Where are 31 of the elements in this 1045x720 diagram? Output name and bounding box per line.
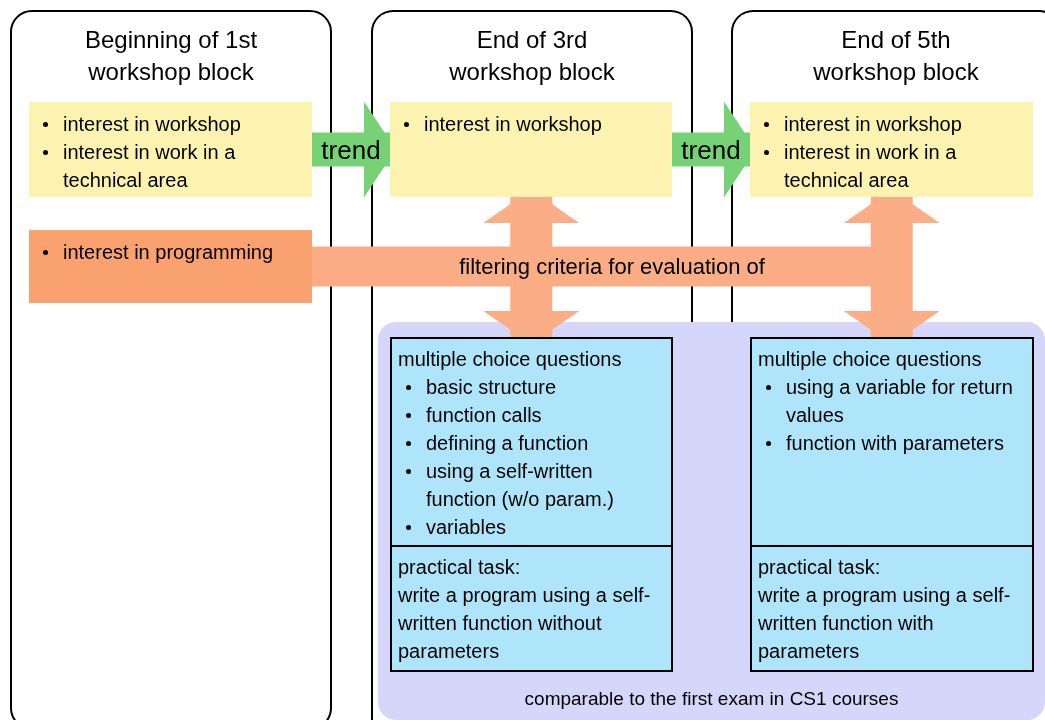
test-box	[390, 337, 673, 547]
list-item-text: interest in workshop	[63, 113, 241, 135]
exam-panel	[378, 322, 1045, 720]
list-item-text: using a self-written function (w/o param.)	[426, 460, 614, 510]
task-text: write a program using a self-written function with parameters	[758, 583, 1012, 664]
box-heading: practical task:	[758, 555, 882, 580]
list-item-text: function calls	[426, 404, 542, 426]
list-item-text: basic structure	[426, 376, 557, 398]
box-heading: multiple choice questions	[758, 347, 983, 372]
list-item-text: interest in work in a technical area	[784, 141, 957, 191]
criteria-box	[750, 102, 1033, 197]
panel-caption: comparable to the first exam in CS1 courses	[523, 688, 900, 710]
list-item-text: interest in programming	[63, 241, 274, 263]
list-item-text: interest in workshop	[424, 113, 602, 135]
list-item-text: interest in work in a technical area	[63, 141, 236, 191]
list-item-text: function with parameters	[786, 432, 1004, 454]
criteria-box	[390, 102, 672, 197]
test-box	[750, 337, 1034, 547]
box-heading: multiple choice questions	[398, 347, 623, 372]
column-title: End of 3rd workshop block	[448, 25, 616, 87]
task-text: write a program using a self-written function without parameters	[398, 583, 652, 664]
test-box	[390, 545, 673, 672]
list-item-text: defining a function	[426, 432, 589, 454]
criteria-box	[29, 230, 312, 303]
test-box	[750, 545, 1034, 672]
list-item-text: interest in workshop	[784, 113, 962, 135]
column-title: End of 5th workshop block	[812, 25, 980, 87]
criteria-box	[29, 102, 312, 197]
column-title: Beginning of 1st workshop block	[83, 25, 259, 87]
box-heading: practical task:	[398, 555, 522, 580]
list-item-text: variables	[426, 516, 507, 538]
